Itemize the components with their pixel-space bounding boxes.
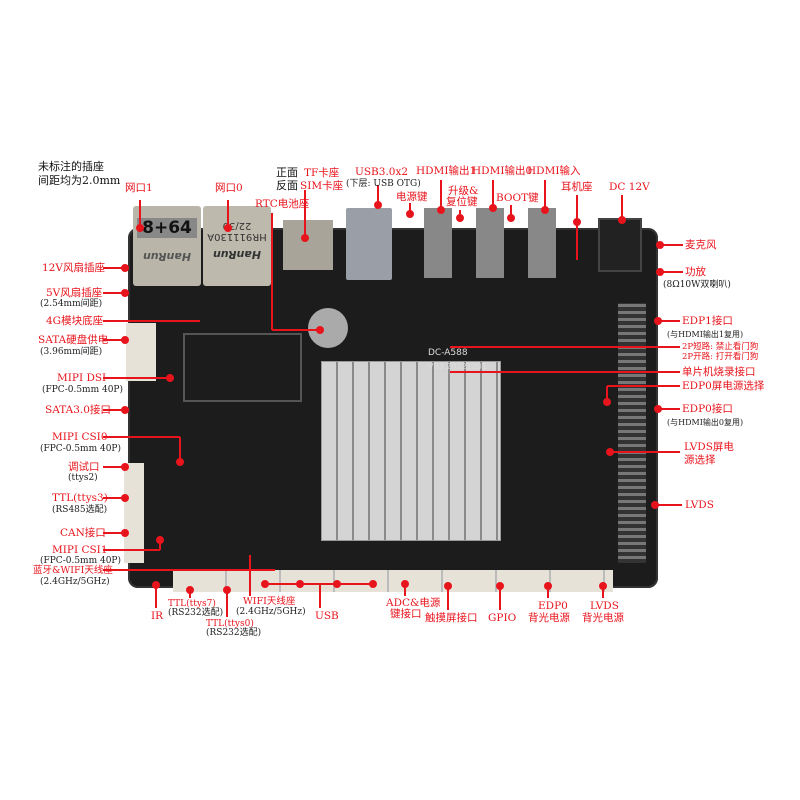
label-csi1: MIPI CSI1 <box>52 544 108 556</box>
label-debug: 调试口 <box>68 461 100 473</box>
sata-power-connector <box>126 323 156 381</box>
label-mic: 麦克风 <box>685 239 717 251</box>
label-wd-open: 2P开路: 打开看门狗 <box>682 352 759 362</box>
label-ttl7: TTL(ttys7) <box>168 599 216 609</box>
label-usb: USB <box>315 610 339 622</box>
label-amp: 功放 <box>685 266 706 278</box>
label-upgrade2: 复位键 <box>446 196 478 208</box>
label-edp1: EDP1接口 <box>682 315 733 327</box>
hanrun-logo: HanRun <box>143 250 191 263</box>
transformer-code: HR911130A <box>207 231 267 242</box>
label-ir: IR <box>151 610 164 622</box>
label-hdmi-in: HDMI输入 <box>527 165 581 177</box>
label-csi0-sub: (FPC-0.5mm 40P) <box>40 444 121 454</box>
ethernet-port-1: 8+64 HanRun <box>133 206 201 286</box>
heatsink <box>322 362 500 540</box>
label-edp0-pwr: EDP0屏电源选择 <box>682 380 765 392</box>
label-dsi: MIPI DSI <box>57 372 107 384</box>
bottom-connectors <box>173 570 613 592</box>
label-touch: 触摸屏接口 <box>425 612 478 624</box>
label-hdmi-out0: HDMI输出0 <box>472 165 533 177</box>
label-ttl3-sub: (RS485选配) <box>52 505 108 515</box>
label-lvds-pwr1: LVDS屏电 <box>684 441 734 453</box>
label-usb3-sub: (下层: USB OTG) <box>346 179 421 189</box>
label-bt: 蓝牙&WIFI天线座 <box>33 565 113 576</box>
label-mcu: 单片机烧录接口 <box>682 366 756 378</box>
label-edp0-sub: (与HDMI输出0复用) <box>667 418 744 427</box>
label-can: CAN接口 <box>60 527 106 539</box>
label-lvds-bl2: 背光电源 <box>582 612 624 624</box>
hanrun-logo-2: HanRun <box>213 248 261 261</box>
label-power-key: 电源键 <box>396 191 428 203</box>
note-line1: 未标注的插座 <box>38 160 104 173</box>
label-ttl0: TTL(ttys0) <box>206 619 254 629</box>
label-dsi-sub: (FPC-0.5mm 40P) <box>42 385 123 395</box>
hdmi-in-port <box>528 208 556 278</box>
ethernet-port-0: 22/30 HR911130A HanRun <box>203 206 271 286</box>
label-front: 正面 <box>276 166 298 179</box>
label-sata-pwr: SATA硬盘供电 <box>38 334 109 346</box>
label-back: 反面 <box>276 179 298 192</box>
label-fan12: 12V风扇插座 <box>42 262 105 274</box>
label-edp0-bl2: 背光电源 <box>528 612 570 624</box>
label-csi1-sub: (FPC-0.5mm 40P) <box>40 556 121 566</box>
label-adc2: 键接口 <box>390 608 422 620</box>
label-boot: BOOT键 <box>496 192 539 204</box>
label-edp1-sub: (与HDMI输出1复用) <box>667 330 744 339</box>
label-wifi: WIFI天线座 <box>243 596 296 607</box>
label-tf: TF卡座 <box>304 167 340 179</box>
hdmi-out1-port <box>424 208 452 278</box>
left-connectors <box>124 463 144 563</box>
label-4g: 4G模块底座 <box>46 315 104 327</box>
label-usb3: USB3.0x2 <box>355 166 409 178</box>
pcb-board: 8+64 HanRun 22/30 HR911130A HanRun DC-A5… <box>124 206 658 592</box>
4g-module-socket <box>183 333 302 402</box>
label-ttl0-sub: (RS232选配) <box>206 628 262 638</box>
label-lvds-bl1: LVDS <box>590 600 619 612</box>
label-dc: DC 12V <box>609 181 650 193</box>
label-debug-sub: (ttys2) <box>68 473 98 483</box>
usb3-port <box>346 208 392 280</box>
label-ttl3: TTL(ttys3) <box>52 492 108 504</box>
label-sata-pwr-sub: (3.96mm间距) <box>40 347 103 357</box>
rtc-battery <box>308 308 348 348</box>
board-silk-model: DC-A588 <box>428 348 468 358</box>
label-eth0: 网口0 <box>215 182 243 194</box>
label-eth1: 网口1 <box>125 182 153 194</box>
label-edp0: EDP0接口 <box>682 403 733 415</box>
dc-jack <box>598 218 642 272</box>
memory-label: 8+64 <box>137 218 197 238</box>
label-fan5-sub: (2.54mm间距) <box>40 299 103 309</box>
label-bt-sub: (2.4GHz/5GHz) <box>40 577 110 587</box>
label-earphone: 耳机座 <box>561 181 593 193</box>
label-edp0-bl1: EDP0 <box>538 600 568 612</box>
edp-pin-header <box>618 303 646 563</box>
label-amp-sub: (8Ω10W双喇叭) <box>663 280 731 290</box>
label-upgrade1: 升级& <box>448 185 479 197</box>
label-csi0: MIPI CSI0 <box>52 431 108 443</box>
label-rtc: RTC电池座 <box>255 198 310 210</box>
board-silk-rev: V03 20221201 <box>428 362 487 371</box>
label-gpio: GPIO <box>488 612 517 624</box>
label-wd-short: 2P短路: 禁止看门狗 <box>682 342 759 352</box>
note-line2: 间距均为2.0mm <box>38 174 121 187</box>
hdmi-out0-port <box>476 208 504 278</box>
label-adc1: ADC&电源 <box>386 597 441 609</box>
label-lvds: LVDS <box>685 499 714 511</box>
label-sata: SATA3.0接口 <box>45 404 111 416</box>
label-lvds-pwr2: 源选择 <box>684 454 716 466</box>
label-fan5: 5V风扇插座 <box>46 287 103 299</box>
label-wifi-sub: (2.4GHz/5GHz) <box>236 607 306 617</box>
tf-card-slot <box>283 220 333 270</box>
label-sim: SIM卡座 <box>300 180 344 192</box>
label-hdmi-out1: HDMI输出1 <box>416 165 477 177</box>
label-ttl7-sub: (RS232选配) <box>168 608 224 618</box>
jack-code: 22/30 <box>222 220 252 231</box>
